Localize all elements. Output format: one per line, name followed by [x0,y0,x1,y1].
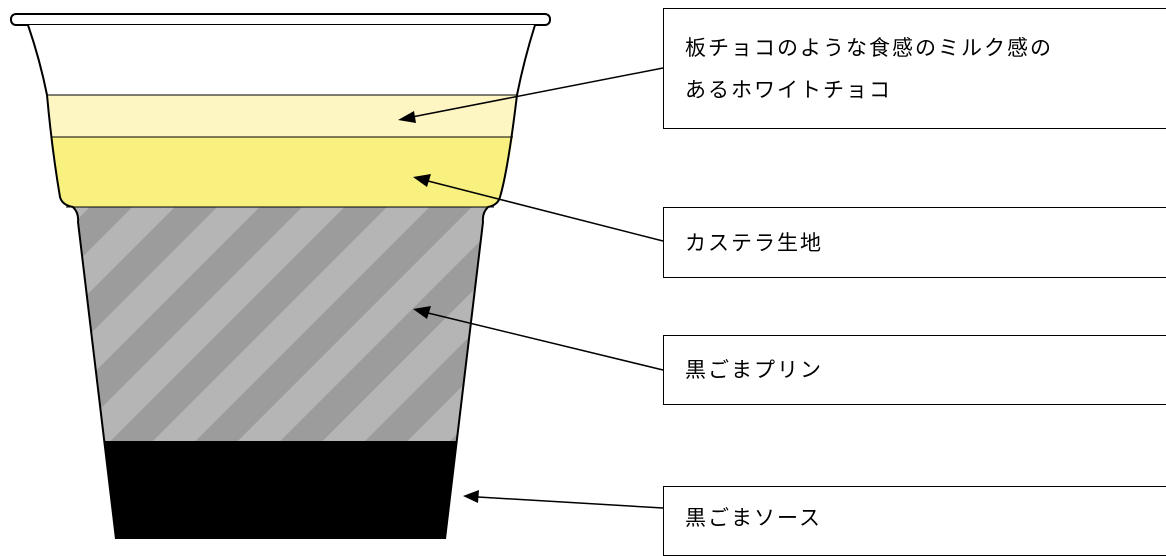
label-white-chocolate: 板チョコのような食感のミルク感の あるホワイトチョコ [663,8,1166,129]
leader-line-pudding [427,312,664,371]
leader-line-castella [427,180,664,242]
label-black-sesame-pudding: 黒ごまプリン [663,335,1166,405]
pudding-layer [73,207,488,441]
cup-upper-empty [28,25,535,95]
cup-rim [10,13,551,26]
label-black-sesame-sauce: 黒ごまソース [663,486,1166,556]
white-choco-layer [47,95,517,137]
leader-line-sauce [477,496,664,509]
castella-layer [52,137,513,207]
cup-outline [27,24,536,539]
arrowhead-pudding [413,306,431,319]
arrowhead-castella [413,174,431,187]
arrowhead-sauce [463,490,479,503]
label-castella: カステラ生地 [663,207,1166,278]
leader-line-white-choco [411,67,664,118]
label-white-chocolate-line1: 板チョコのような食感のミルク感の [685,36,1053,60]
label-white-chocolate-line2: あるホワイトチョコ [685,78,892,102]
sauce-layer [104,441,457,539]
arrowhead-white-choco [398,111,416,123]
dessert-cup-diagram [10,13,664,539]
